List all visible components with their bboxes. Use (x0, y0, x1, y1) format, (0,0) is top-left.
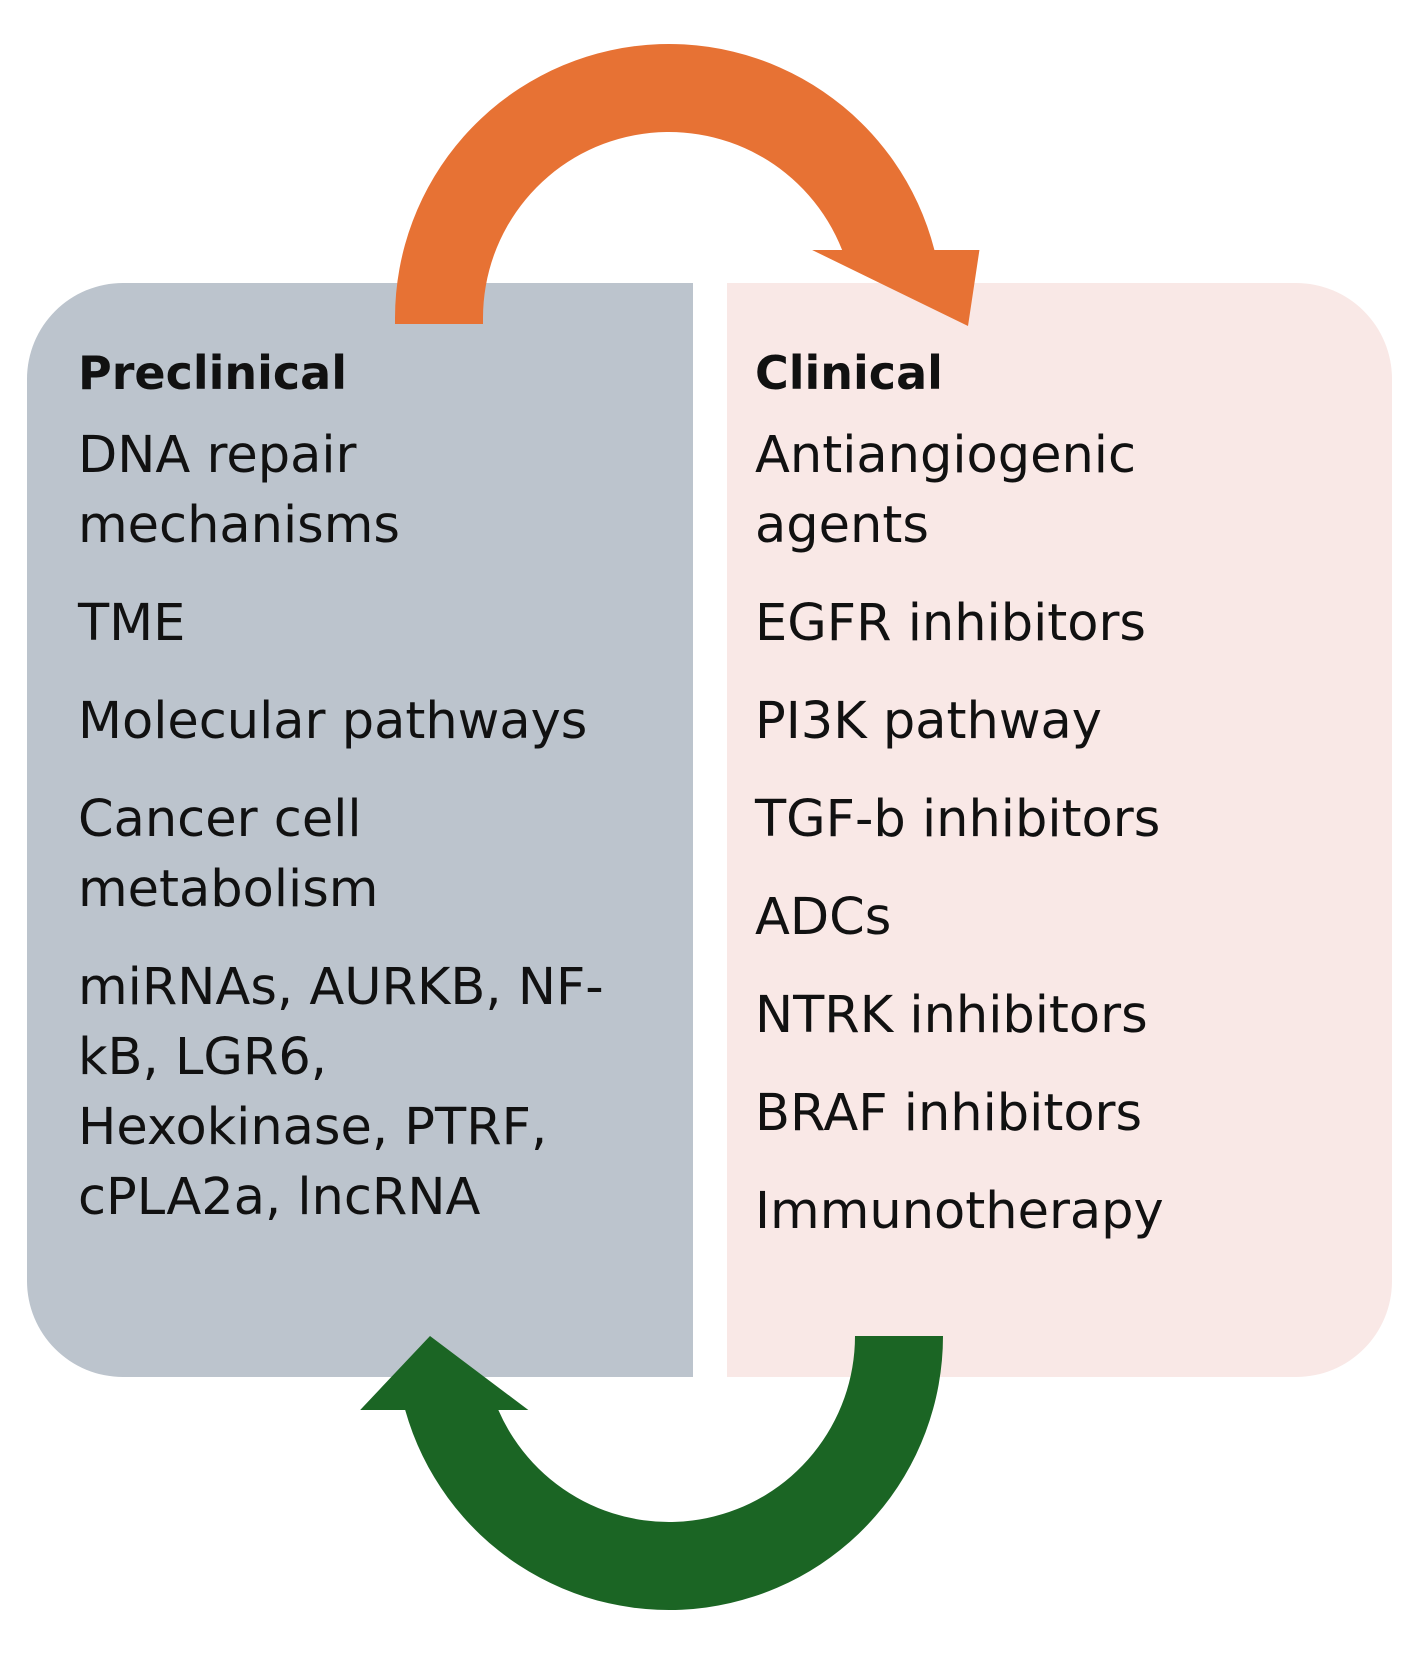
preclinical-panel: Preclinical DNA repair mechanisms TME Mo… (27, 283, 693, 1377)
preclinical-item: TME (78, 594, 186, 653)
curved-arrow-right-icon (395, 43, 980, 327)
clinical-item-list: Antiangiogenic agents EGFR inhibitors PI… (755, 421, 1372, 1247)
clinical-item: Antiangiogenic agents (755, 426, 1136, 555)
preclinical-item: Molecular pathways (78, 692, 588, 751)
curved-arrow-left-icon (360, 1336, 943, 1610)
clinical-item: TGF-b inhibitors (755, 790, 1161, 849)
preclinical-item-list: DNA repair mechanisms TME Molecular path… (78, 421, 663, 1233)
preclinical-item: miRNAs, AURKB, NF- kB, LGR6, Hexokinase,… (78, 958, 604, 1227)
clinical-item: NTRK inhibitors (755, 986, 1148, 1045)
clinical-item: BRAF inhibitors (755, 1084, 1143, 1143)
clinical-item: EGFR inhibitors (755, 594, 1146, 653)
preclinical-item: DNA repair mechanisms (78, 426, 400, 555)
clinical-panel: Clinical Antiangiogenic agents EGFR inhi… (727, 283, 1392, 1377)
clinical-item: ADCs (755, 888, 892, 947)
clinical-item: PI3K pathway (755, 692, 1102, 751)
preclinical-title: Preclinical (78, 346, 347, 400)
clinical-title: Clinical (755, 346, 943, 400)
clinical-item: Immunotherapy (755, 1182, 1164, 1241)
preclinical-item: Cancer cell metabolism (78, 790, 379, 919)
